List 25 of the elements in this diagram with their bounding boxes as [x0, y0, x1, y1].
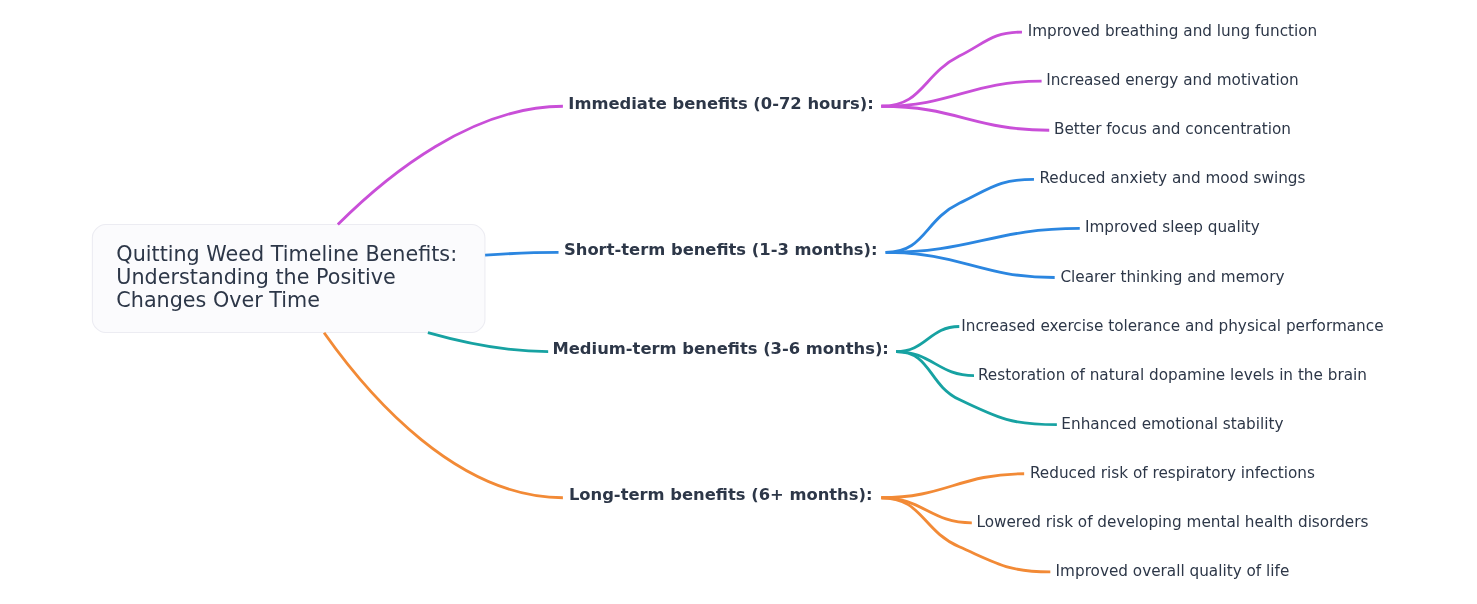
node-text: Long-term benefits (6+ months): [568, 485, 872, 505]
node-text: Increased energy and motivation [1045, 71, 1299, 90]
node-text: Lowered risk of developing mental health disorders [975, 512, 1368, 531]
connector [322, 331, 563, 500]
node-text: Short-term benefits (1-3 months): [563, 240, 878, 260]
node-box: Quitting Weed Timeline Benefits: Understanding the Positive Changes Over Time [91, 224, 485, 334]
node-text: Enhanced emotional stability [1060, 414, 1284, 433]
node-text: Better focus and concentration [1053, 120, 1291, 139]
connector [427, 331, 548, 354]
connector [336, 104, 563, 226]
node-text: Increased exercise tolerance and physical performance [960, 316, 1384, 335]
node-text: Medium-term benefits (3-6 months): [552, 339, 889, 359]
node-text: Clearer thinking and memory [1059, 267, 1285, 286]
node-text: Improved overall quality of life [1055, 561, 1289, 580]
connector [885, 250, 1055, 279]
node-text: Immediate benefits (0-72 hours): [567, 93, 874, 113]
node-text: Restoration of natural dopamine levels in the brain [977, 365, 1367, 384]
node-text: Improved breathing and lung function [1027, 22, 1317, 41]
connector [880, 496, 1050, 574]
connector [895, 350, 1057, 427]
connector [880, 104, 1049, 132]
node-text: Reduced risk of respiratory infections [1029, 463, 1315, 482]
node-text: Improved sleep quality [1084, 218, 1260, 237]
node-text: Reduced anxiety and mood swings [1038, 169, 1305, 188]
connector [484, 250, 559, 257]
